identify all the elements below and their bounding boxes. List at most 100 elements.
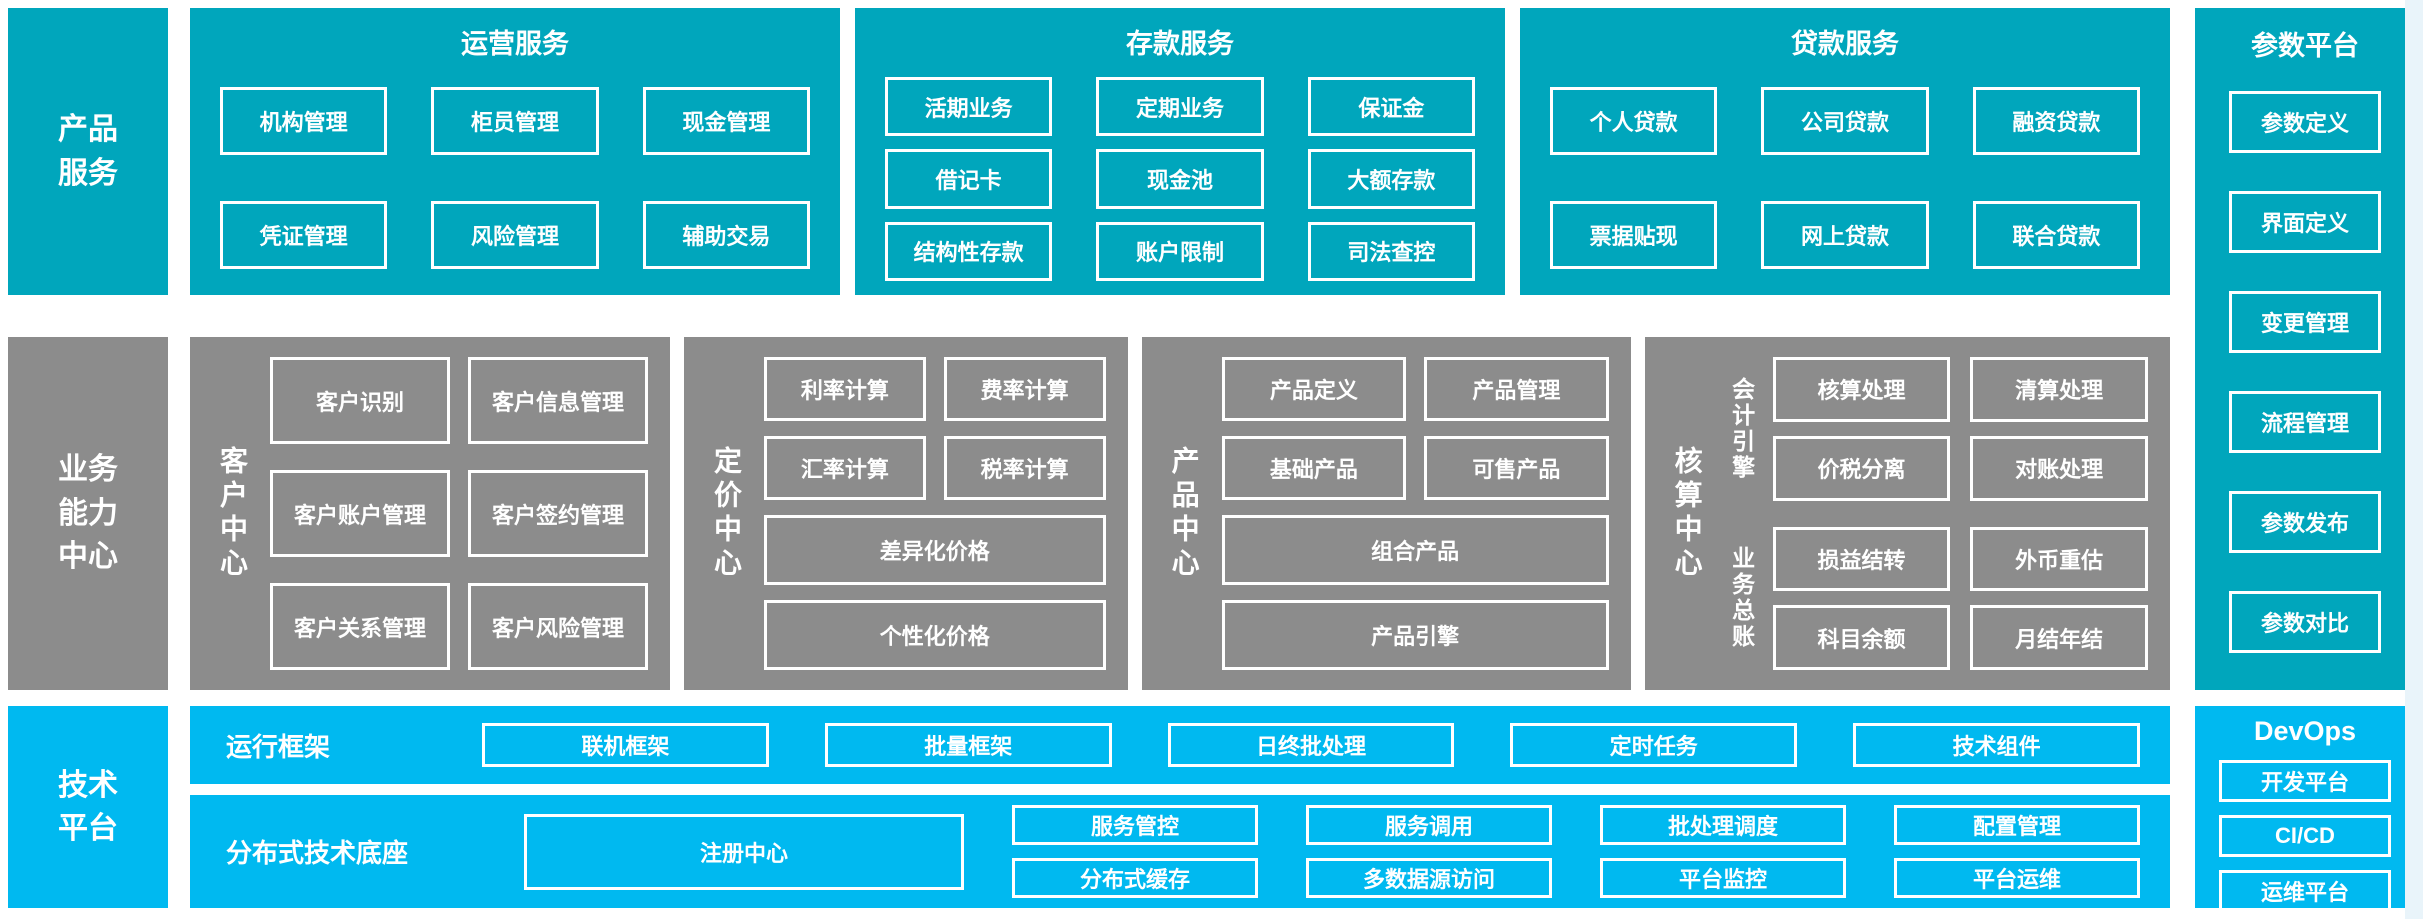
panel-accounting-center: 核算中心 会计引擎 核算处理 清算处理 价税分离 对账处理 业务总账 损益结转 … (1644, 337, 2170, 690)
diagram-box: 产品定义 (1221, 357, 1407, 421)
diagram-box: 可售产品 (1424, 436, 1609, 500)
diagram-box: 组合产品 (1221, 515, 1609, 585)
accounting-engine-group: 会计引擎 核算处理 清算处理 价税分离 对账处理 (1725, 357, 2148, 501)
diagram-box: 平台监控 (1600, 858, 1846, 898)
top-panels-row: 运营服务 机构管理 柜员管理 现金管理 凭证管理 风险管理 辅助交易 存款服务 … (190, 8, 2170, 295)
bar-label: 运行框架 (226, 731, 331, 762)
diagram-box: 变更管理 (2229, 291, 2381, 353)
diagram-box: 客户账户管理 (270, 470, 450, 557)
diagram-box: 服务管控 (1012, 805, 1258, 845)
diagram-box: 外币重估 (1970, 526, 2148, 592)
diagram-box: 机构管理 (220, 87, 388, 155)
business-ledger-group: 业务总账 损益结转 外币重估 科目余额 月结年结 (1725, 526, 2148, 670)
diagram-box: 柜员管理 (431, 87, 599, 155)
diagram-box: 客户风险管理 (467, 583, 648, 670)
diagram-box: CI/CD (2219, 815, 2391, 857)
diagram-box: 差异化价格 (763, 515, 1106, 585)
panel-grid: 会计引擎 核算处理 清算处理 价税分离 对账处理 业务总账 损益结转 外币重估 … (1725, 357, 2148, 670)
diagram-box: 融资贷款 (1972, 87, 2140, 155)
diagram-box: 对账处理 (1970, 435, 2148, 501)
diagram-box: 客户关系管理 (270, 583, 450, 670)
distributed-column: 服务管控 分布式缓存 (1012, 805, 1258, 898)
panel-title: DevOps (2253, 716, 2357, 746)
diagram-box: 参数定义 (2229, 91, 2381, 153)
diagram-box: 现金池 (1096, 149, 1264, 209)
group-vertical-label: 会计引擎 (1728, 376, 1755, 481)
panel-grid: 活期业务 定期业务 保证金 借记卡 现金池 大额存款 结构性存款 账户限制 司法… (855, 61, 1505, 295)
panel-title: 存款服务 (1126, 29, 1234, 59)
panel-vertical-label: 核算中心 (1671, 445, 1703, 582)
diagram-box: 公司贷款 (1761, 87, 1929, 155)
diagram-box: 定时任务 (1510, 723, 1798, 767)
panel-grid: 客户识别 客户信息管理 客户账户管理 客户签约管理 客户关系管理 客户风险管理 (270, 357, 648, 670)
diagram-box: 清算处理 (1970, 357, 2148, 422)
distributed-base-bar: 分布式技术底座 注册中心 服务管控 分布式缓存 服务调用 多数据源访问 批处理调… (190, 795, 2170, 908)
diagram-box: 司法查控 (1307, 221, 1475, 281)
diagram-box: 损益结转 (1772, 526, 1951, 592)
diagram-box: 开发平台 (2219, 760, 2391, 802)
panel-grid: 个人贷款 公司贷款 融资贷款 票据贴现 网上贷款 联合贷款 (1520, 61, 2170, 295)
diagram-box: 批处理调度 (1600, 805, 1846, 845)
diagram-box: 平台运维 (1894, 858, 2140, 898)
diagram-box: 批量框架 (824, 723, 1112, 767)
diagram-box: 技术组件 (1853, 723, 2140, 767)
capability-centers-row: 客户中心 客户识别 客户信息管理 客户账户管理 客户签约管理 客户关系管理 客户… (190, 337, 2170, 690)
panel-loan-services: 贷款服务 个人贷款 公司贷款 融资贷款 票据贴现 网上贷款 联合贷款 (1520, 8, 2170, 295)
page-edge-strip (2405, 0, 2423, 919)
bar-label: 分布式技术底座 (226, 838, 409, 868)
row-label-product-services: 产品服务 (8, 8, 168, 295)
diagram-box: 配置管理 (1894, 805, 2140, 845)
diagram-box: 日终批处理 (1167, 723, 1455, 767)
diagram-box: 参数对比 (2229, 591, 2381, 653)
row-label-tech-platform: 技术平台 (8, 706, 168, 908)
diagram-box: 客户识别 (270, 357, 450, 444)
panel-customer-center: 客户中心 客户识别 客户信息管理 客户账户管理 客户签约管理 客户关系管理 客户… (190, 337, 670, 690)
row-label-text: 产品服务 (58, 113, 118, 190)
diagram-box: 费率计算 (943, 357, 1106, 421)
panel-title: 运营服务 (461, 29, 569, 59)
distributed-column: 批处理调度 平台监控 (1600, 805, 1846, 898)
row-label-text: 业务能力中心 (58, 453, 118, 574)
diagram-box: 多数据源访问 (1306, 858, 1552, 898)
diagram-box: 客户签约管理 (467, 470, 648, 557)
diagram-box: 服务调用 (1306, 805, 1552, 845)
diagram-box: 票据贴现 (1550, 201, 1718, 269)
panel-devops: DevOps 开发平台 CI/CD 运维平台 (2195, 706, 2415, 912)
diagram-box: 活期业务 (885, 77, 1053, 137)
diagram-box: 税率计算 (943, 436, 1106, 500)
diagram-box: 产品引擎 (1221, 600, 1609, 670)
diagram-box: 个性化价格 (763, 600, 1106, 670)
diagram-box: 注册中心 (524, 813, 964, 890)
group-vertical-label: 业务总账 (1728, 546, 1755, 651)
diagram-box: 界面定义 (2229, 191, 2381, 253)
distributed-column: 配置管理 平台运维 (1894, 805, 2140, 898)
diagram-box: 联机框架 (482, 723, 769, 767)
diagram-box: 结构性存款 (885, 221, 1053, 281)
panel-vertical-label: 产品中心 (1168, 445, 1200, 582)
diagram-box: 运维平台 (2219, 870, 2391, 912)
panel-vertical-label: 客户中心 (217, 445, 248, 582)
diagram-box: 定期业务 (1096, 77, 1264, 137)
diagram-box: 现金管理 (642, 87, 810, 155)
diagram-box: 辅助交易 (642, 201, 810, 269)
diagram-box: 月结年结 (1970, 605, 2148, 670)
panel-operations-services: 运营服务 机构管理 柜员管理 现金管理 凭证管理 风险管理 辅助交易 (190, 8, 840, 295)
panel-grid: 产品定义 产品管理 基础产品 可售产品 组合产品 产品引擎 (1221, 357, 1609, 670)
runtime-framework-bar: 运行框架 联机框架 批量框架 日终批处理 定时任务 技术组件 (190, 706, 2170, 784)
diagram-box: 产品管理 (1424, 357, 1609, 421)
diagram-box: 借记卡 (885, 149, 1053, 209)
diagram-box: 核算处理 (1772, 357, 1951, 422)
diagram-box: 客户信息管理 (467, 357, 648, 444)
panel-grid: 利率计算 费率计算 汇率计算 税率计算 差异化价格 个性化价格 (763, 357, 1106, 670)
diagram-box: 账户限制 (1096, 221, 1264, 281)
diagram-box: 大额存款 (1307, 149, 1475, 209)
diagram-box: 利率计算 (763, 357, 926, 421)
panel-pricing-center: 定价中心 利率计算 费率计算 汇率计算 税率计算 差异化价格 个性化价格 (683, 337, 1128, 690)
panel-title: 贷款服务 (1791, 29, 1899, 59)
diagram-box: 基础产品 (1221, 436, 1407, 500)
diagram-box: 凭证管理 (220, 201, 388, 269)
panel-title: 参数平台 (2251, 31, 2359, 61)
diagram-box: 科目余额 (1772, 605, 1951, 670)
row-label-business-capability: 业务能力中心 (8, 337, 168, 690)
